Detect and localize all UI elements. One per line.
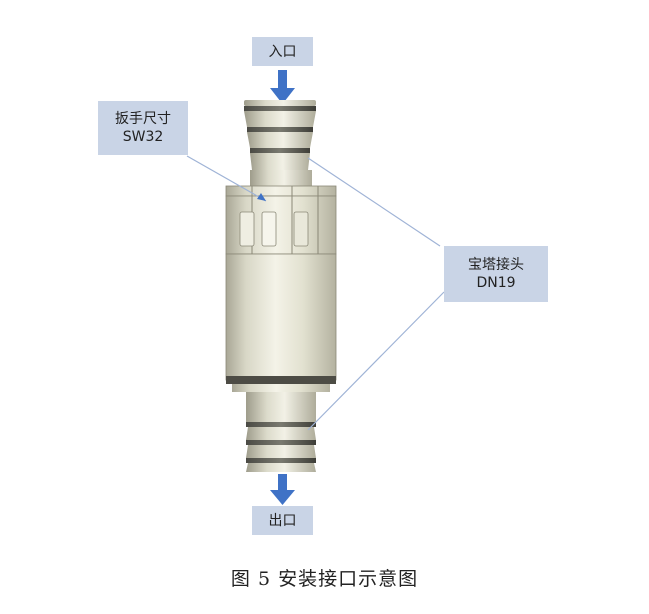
- upper-barb: [244, 100, 316, 188]
- outlet-label: 出口: [252, 506, 313, 535]
- wrench-size-label: 扳手尺寸 SW32: [98, 101, 188, 155]
- barb-fitting-label: 宝塔接头 DN19: [444, 246, 548, 302]
- inlet-arrow: [270, 70, 295, 104]
- wrench-leader-arrowhead: [257, 193, 266, 201]
- wrench-size-label-line2: SW32: [122, 129, 164, 145]
- barb-leader-line-upper: [307, 157, 441, 247]
- wrench-leader-line: [186, 155, 267, 202]
- barb-leader-line-lower: [307, 291, 445, 431]
- barb-fitting-label-line2: DN19: [476, 275, 516, 291]
- inlet-label: 入口: [252, 37, 313, 66]
- barb-fitting-label-line1: 宝塔接头: [468, 257, 524, 273]
- hex-nut: [225, 185, 337, 255]
- main-body: [225, 253, 337, 392]
- lower-barb: [246, 392, 316, 472]
- outlet-label-text: 出口: [268, 512, 297, 529]
- outlet-arrow: [270, 474, 295, 505]
- wrench-size-label-line1: 扳手尺寸: [115, 111, 171, 127]
- figure-caption: 图 5 安装接口示意图: [230, 568, 419, 590]
- inlet-label-text: 入口: [268, 43, 297, 60]
